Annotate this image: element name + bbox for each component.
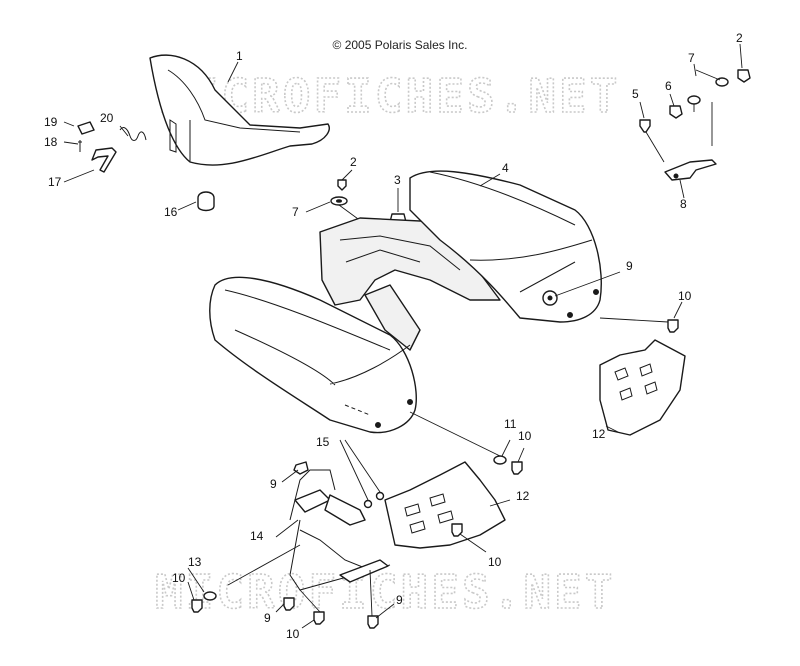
seat-latch-hardware xyxy=(77,121,147,173)
callout-10: 10 xyxy=(518,429,532,443)
callout-9: 9 xyxy=(264,611,271,625)
callout-6: 6 xyxy=(665,79,672,93)
callout-labels: 1 2 2 3 4 5 6 7 7 8 9 9 9 9 10 10 10 10 … xyxy=(44,31,743,641)
callout-2: 2 xyxy=(350,155,357,169)
callout-2: 2 xyxy=(736,31,743,45)
callout-10: 10 xyxy=(286,627,300,641)
right-fender xyxy=(409,170,602,323)
support-bracket-frame xyxy=(289,439,391,591)
washer-screw-mid xyxy=(409,411,523,475)
seat xyxy=(149,54,330,166)
bracket-hardware xyxy=(639,69,751,181)
callout-11: 11 xyxy=(504,417,517,431)
callout-10: 10 xyxy=(488,555,502,569)
rubber-bumper xyxy=(197,191,215,212)
callout-15: 15 xyxy=(316,435,330,449)
callout-9: 9 xyxy=(270,477,277,491)
callout-18: 18 xyxy=(44,135,58,149)
callout-17: 17 xyxy=(48,175,62,189)
callout-leaders xyxy=(63,43,743,629)
callout-12: 12 xyxy=(516,489,530,503)
callout-7: 7 xyxy=(688,51,695,65)
fender-center-frame xyxy=(319,217,501,351)
callout-7: 7 xyxy=(292,205,299,219)
callout-16: 16 xyxy=(164,205,178,219)
callout-10: 10 xyxy=(678,289,692,303)
callout-1: 1 xyxy=(236,49,243,63)
callout-14: 14 xyxy=(250,529,264,543)
copyright-notice: © 2005 Polaris Sales Inc. xyxy=(332,38,468,52)
heat-shield-lower xyxy=(384,461,506,549)
callout-9: 9 xyxy=(396,593,403,607)
heat-shield-right xyxy=(599,339,686,436)
callout-3: 3 xyxy=(394,173,401,187)
left-fender xyxy=(209,276,417,434)
watermark-bottom: MICROFICHES.NET xyxy=(155,565,615,619)
callout-20: 20 xyxy=(100,111,114,125)
screw-right xyxy=(599,317,679,333)
callout-4: 4 xyxy=(502,161,509,175)
callout-5: 5 xyxy=(632,87,639,101)
callout-19: 19 xyxy=(44,115,58,129)
callout-10: 10 xyxy=(172,571,186,585)
callout-9: 9 xyxy=(626,259,633,273)
callout-12: 12 xyxy=(592,427,606,441)
callout-13: 13 xyxy=(188,555,202,569)
callout-8: 8 xyxy=(680,197,687,211)
